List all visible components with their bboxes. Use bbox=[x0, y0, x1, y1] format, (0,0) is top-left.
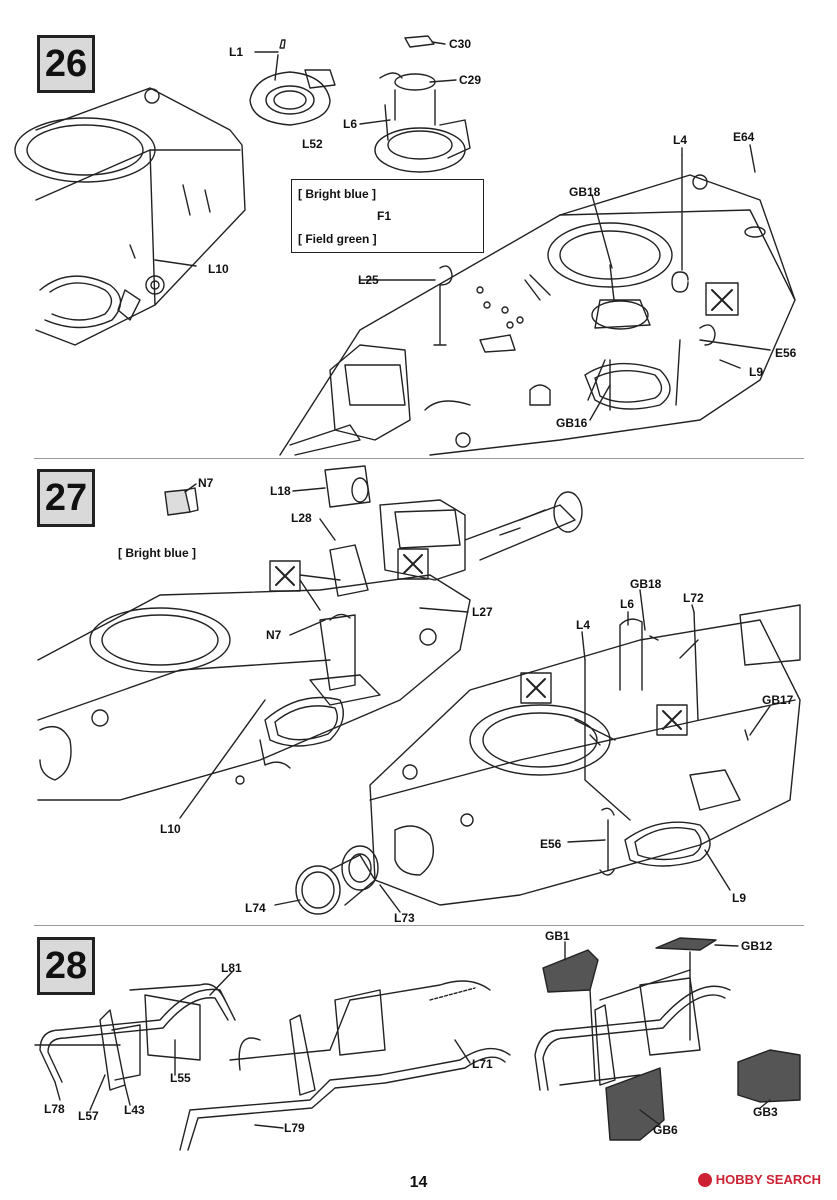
label-l78: L78 bbox=[44, 1102, 65, 1116]
step-number-26: 26 bbox=[37, 35, 95, 93]
label-gb12: GB12 bbox=[741, 939, 773, 953]
step27-turret-and-gun bbox=[324, 465, 583, 597]
no-glue-icon bbox=[705, 282, 739, 316]
label-l4: L4 bbox=[576, 618, 591, 632]
gb12-plate bbox=[655, 937, 717, 951]
label-l43: L43 bbox=[124, 1103, 145, 1117]
label-l1: L1 bbox=[229, 45, 244, 59]
label-l71: L71 bbox=[472, 1057, 493, 1071]
label-l52: L52 bbox=[302, 137, 323, 151]
label-gb18: GB18 bbox=[630, 577, 662, 591]
l25-hook bbox=[433, 265, 453, 346]
no-glue-icon bbox=[397, 548, 429, 580]
gb17-pin bbox=[744, 729, 749, 741]
label-l81: L81 bbox=[221, 961, 242, 975]
gb3-plate bbox=[737, 1049, 801, 1103]
label-gb16: GB16 bbox=[556, 416, 588, 430]
l4-rod bbox=[671, 154, 689, 293]
step28-l78-l81-rail bbox=[34, 983, 236, 1091]
step-number-27: 27 bbox=[37, 469, 95, 527]
label-gb17: GB17 bbox=[762, 693, 794, 707]
label-gb1: GB1 bbox=[545, 929, 570, 943]
label-l57: L57 bbox=[78, 1109, 99, 1123]
label-l73: L73 bbox=[394, 911, 415, 925]
n7-part bbox=[164, 487, 199, 516]
l4-rod bbox=[584, 659, 631, 821]
paint-bright-blue: [ Bright blue ] bbox=[118, 546, 196, 560]
label-l6: L6 bbox=[620, 597, 635, 611]
step27-right-hull bbox=[369, 604, 801, 906]
label-e56: E56 bbox=[540, 837, 562, 851]
label-e64: E64 bbox=[733, 130, 755, 144]
gb6-plate bbox=[605, 1067, 665, 1141]
label-l25: L25 bbox=[358, 273, 379, 287]
step28-l71-l79-rail bbox=[179, 980, 511, 1151]
step27-left-hull bbox=[37, 574, 471, 801]
step26-left-hull bbox=[14, 87, 246, 346]
l73-l74-parts bbox=[295, 845, 379, 915]
watermark-text: HOBBY SEARCH bbox=[715, 1172, 821, 1187]
step26-hatch-part bbox=[374, 35, 471, 173]
label-l55: L55 bbox=[170, 1071, 191, 1085]
label-l9: L9 bbox=[732, 891, 747, 905]
divider-27-28 bbox=[34, 925, 804, 926]
label-l72: L72 bbox=[683, 591, 704, 605]
label-n7: N7 bbox=[266, 628, 282, 642]
step-number-28: 28 bbox=[37, 937, 95, 995]
label-l28: L28 bbox=[291, 511, 312, 525]
paint-field-green: [ Field green ] bbox=[298, 232, 377, 246]
no-glue-icon bbox=[520, 672, 552, 704]
label-gb6: GB6 bbox=[653, 1123, 678, 1137]
l6-rod bbox=[619, 618, 659, 691]
divider-26-27 bbox=[34, 458, 804, 459]
step28-assembled-rail bbox=[534, 969, 731, 1091]
label-l79: L79 bbox=[284, 1121, 305, 1135]
gb1-plate bbox=[542, 949, 599, 993]
label-c29: C29 bbox=[459, 73, 482, 87]
label-l74: L74 bbox=[245, 901, 266, 915]
label-l27: L27 bbox=[472, 605, 493, 619]
label-gb3: GB3 bbox=[753, 1105, 778, 1119]
paint-note-box bbox=[291, 179, 484, 253]
watermark-logo-icon bbox=[697, 1172, 712, 1187]
no-glue-icon bbox=[656, 704, 688, 736]
step26-l52-part bbox=[249, 39, 336, 126]
label-l4: L4 bbox=[673, 133, 688, 147]
paint-bright-blue: [ Bright blue ] bbox=[298, 187, 376, 201]
watermark: HOBBY SEARCH bbox=[697, 1172, 821, 1187]
label-gb18: GB18 bbox=[569, 185, 601, 199]
label-l10: L10 bbox=[160, 822, 181, 836]
label-l6: L6 bbox=[343, 117, 358, 131]
label-f1: F1 bbox=[377, 209, 392, 223]
step26-right-hull bbox=[279, 174, 796, 456]
label-l9: L9 bbox=[749, 365, 764, 379]
e56-hook bbox=[599, 807, 615, 876]
label-c30: C30 bbox=[449, 37, 472, 51]
no-glue-icon bbox=[269, 560, 301, 592]
l72-rod bbox=[679, 611, 699, 721]
label-l18: L18 bbox=[270, 484, 291, 498]
label-e56: E56 bbox=[775, 346, 797, 360]
page-number: 14 bbox=[409, 1174, 428, 1191]
l4-lower bbox=[675, 339, 681, 406]
label-n7-top: N7 bbox=[198, 476, 214, 490]
label-l10: L10 bbox=[208, 262, 229, 276]
l9-hook bbox=[699, 324, 716, 346]
